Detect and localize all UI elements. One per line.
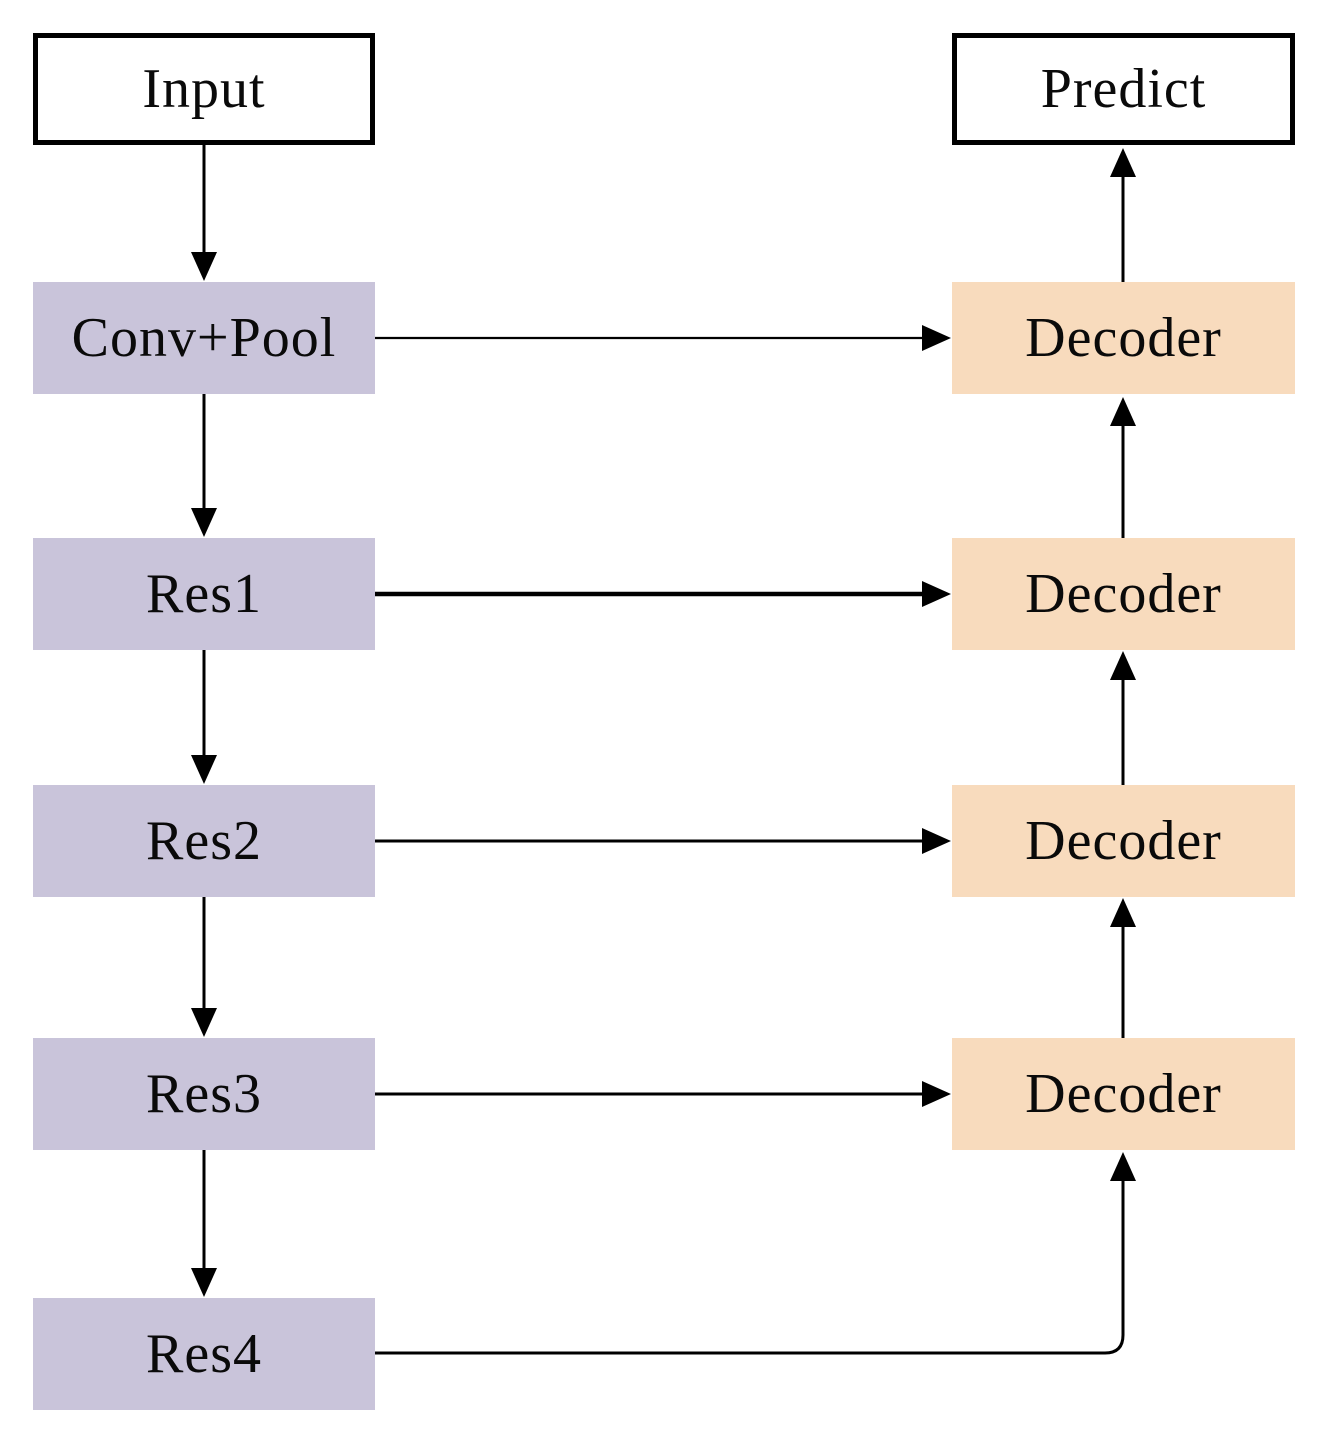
edge-res4-to-decoder4 [375, 1152, 1136, 1355]
edge-res3-to-decoder4 [375, 1081, 951, 1107]
arrow-down-icon [191, 252, 217, 281]
node-res4: Res4 [33, 1298, 375, 1410]
node-predict: Predict [952, 33, 1295, 145]
edge-res2-to-res3 [191, 897, 217, 1037]
edge-res1-to-decoder2 [375, 581, 951, 607]
arrow-up-icon [1110, 397, 1136, 426]
arrow-down-icon [191, 508, 217, 537]
node-res3: Res3 [33, 1038, 375, 1150]
edge-res1-to-res2 [191, 650, 217, 784]
arrow-right-icon [922, 325, 951, 351]
arrow-up-icon [1110, 148, 1136, 177]
node-decoder-2: Decoder [952, 538, 1295, 650]
edge-res3-to-res4 [191, 1150, 217, 1297]
node-res2: Res2 [33, 785, 375, 897]
node-decoder-3: Decoder [952, 785, 1295, 897]
node-decoder-4: Decoder [952, 1038, 1295, 1150]
edge-convpool-to-decoder1 [375, 325, 951, 351]
arrow-up-icon [1110, 651, 1136, 680]
edge-decoder4-to-decoder3 [1110, 898, 1136, 1038]
arrow-down-icon [191, 1268, 217, 1297]
arrow-down-icon [191, 755, 217, 784]
edge-res2-to-decoder3 [375, 828, 951, 854]
edge-convpool-to-res1 [191, 394, 217, 537]
edge-decoder2-to-decoder1 [1110, 397, 1136, 538]
node-conv-pool: Conv+Pool [33, 282, 375, 394]
arrow-right-icon [922, 828, 951, 854]
edge-decoder1-to-predict [1110, 148, 1136, 282]
arrow-right-icon [922, 581, 951, 607]
node-input: Input [33, 33, 375, 145]
node-res1: Res1 [33, 538, 375, 650]
arrow-down-icon [191, 1008, 217, 1037]
edge-decoder3-to-decoder2 [1110, 651, 1136, 785]
edge-input-to-convpool [191, 145, 217, 281]
arrow-up-icon [1110, 1152, 1136, 1181]
node-decoder-1: Decoder [952, 282, 1295, 394]
arrow-right-icon [922, 1081, 951, 1107]
arrow-up-icon [1110, 898, 1136, 927]
